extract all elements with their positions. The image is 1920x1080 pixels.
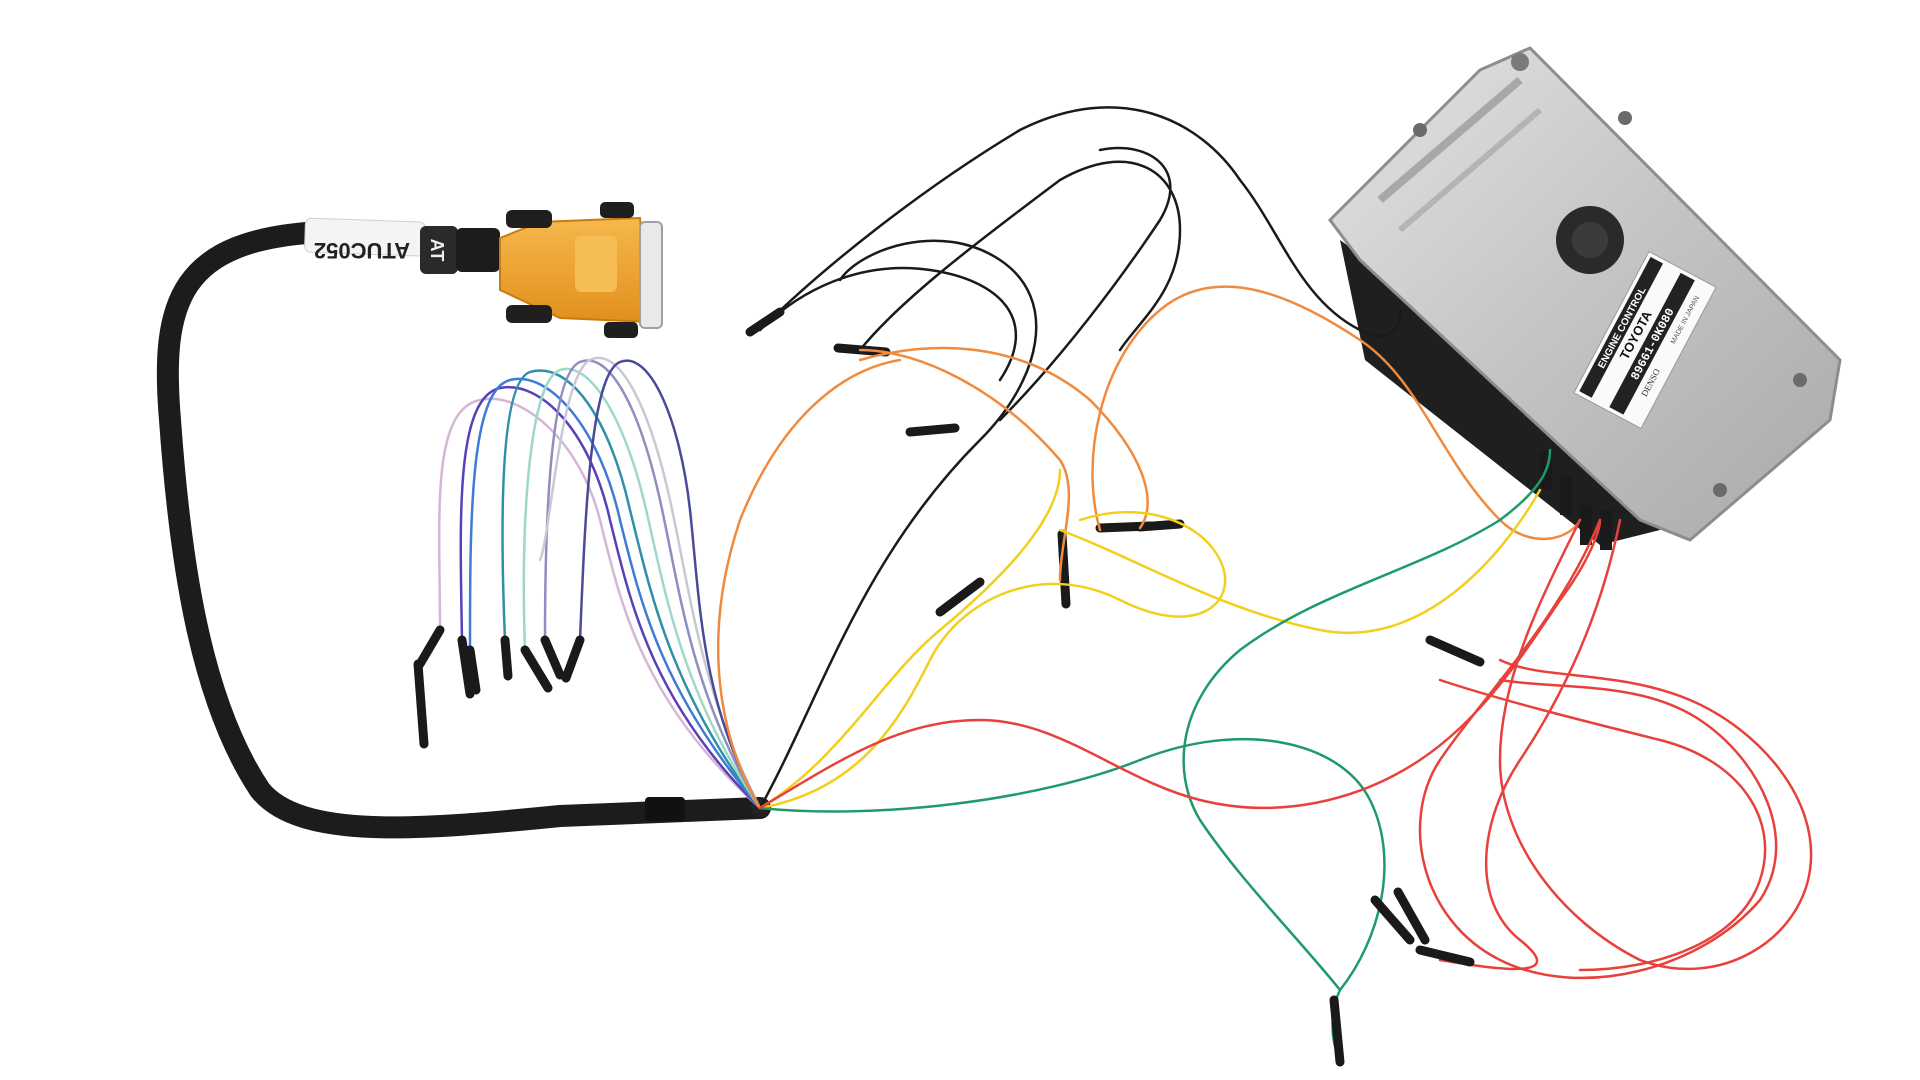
green-wires <box>758 448 1552 1062</box>
orange-wires <box>716 285 1582 810</box>
left-wire-tips <box>413 625 585 749</box>
heat-shrink-sleeve <box>645 797 685 821</box>
green-wire-tip <box>1329 995 1345 1067</box>
red-wire-tips <box>1370 635 1485 967</box>
ecu-module: ENGINE CONTROL TOYOTA 89661-0K080 DENSO … <box>1328 46 1842 550</box>
main-cable <box>156 221 771 839</box>
brand-badge-text: AT <box>427 239 447 262</box>
red-wires <box>758 518 1813 980</box>
black-probe-tips <box>745 307 1185 617</box>
left-wire-bundle <box>437 356 762 810</box>
black-probe-wires <box>758 106 1402 810</box>
cable-label-text: ATUC052 <box>314 238 410 263</box>
brand-badge <box>420 226 458 274</box>
db-connector <box>456 202 663 338</box>
yellow-wires <box>758 468 1542 810</box>
